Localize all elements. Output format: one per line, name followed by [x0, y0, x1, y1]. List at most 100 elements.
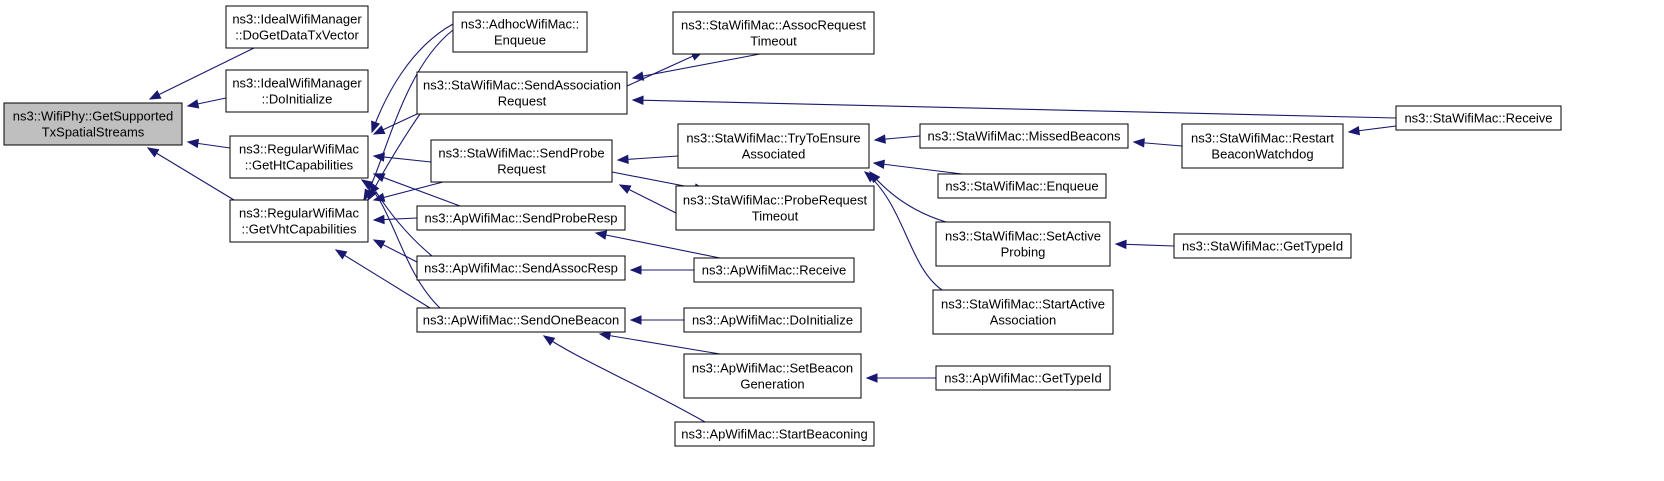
edges-layer	[146, 23, 1397, 423]
arrowhead	[334, 249, 348, 260]
edge-line	[371, 23, 454, 133]
node-label-line: ns3::StaWifiMac::Restart	[1191, 131, 1334, 146]
node-ap-startbeaconing[interactable]: ns3::ApWifiMac::StartBeaconing	[674, 421, 875, 447]
node-box	[229, 199, 369, 243]
arrowhead	[629, 315, 642, 325]
node-label-line: ns3::StaWifiMac::ProbeRequest	[683, 193, 868, 208]
arrowhead	[1114, 239, 1127, 250]
node-ap-doinit[interactable]: ns3::ApWifiMac::DoInitialize	[683, 307, 862, 333]
arrowhead	[372, 152, 385, 162]
edge-line	[869, 171, 947, 223]
edge-n_ap_receive-to-n_ap_sendassocresp	[629, 265, 694, 275]
node-ap-sendproberesp[interactable]: ns3::ApWifiMac::SendProbeResp	[416, 205, 626, 231]
node-ap-gettypeid[interactable]: ns3::ApWifiMac::GetTypeId	[935, 365, 1111, 391]
edge-line	[361, 179, 441, 309]
node-label-line: ns3::ApWifiMac::StartBeaconing	[681, 427, 867, 442]
arrowhead	[186, 99, 200, 109]
node-sta-gettypeid[interactable]: ns3::StaWifiMac::GetTypeId	[1173, 233, 1352, 259]
node-box	[1173, 233, 1352, 259]
node-box	[430, 139, 613, 183]
node-label-line: ns3::IdealWifiManager	[232, 12, 362, 27]
node-label-line: ::GetVhtCapabilities	[242, 222, 357, 237]
arrowhead	[146, 147, 160, 158]
node-ap-receive[interactable]: ns3::ApWifiMac::Receive	[693, 257, 855, 283]
edge-n_ap_sendbeacon-to-n_rwm_ght	[360, 179, 441, 309]
edge-n_ap_sendproberesp-to-n_rwm_gvht	[372, 214, 418, 225]
edge-n_ideal_doinit-to-n_root	[186, 97, 227, 109]
node-rwm-ght[interactable]: ns3::RegularWifiMac::GetHtCapabilities	[229, 135, 369, 179]
node-ap-sendbeacon[interactable]: ns3::ApWifiMac::SendOneBeacon	[416, 307, 626, 333]
nodes-layer: ns3::WifiPhy::GetSupportedTxSpatialStrea…	[3, 5, 1562, 447]
edge-n_sta_setactiveprobing-to-n_sta_trytoensure	[869, 170, 947, 223]
node-label-line: ns3::StaWifiMac::GetTypeId	[1182, 239, 1343, 254]
node-box	[683, 307, 862, 333]
node-label-line: Request	[497, 162, 546, 177]
edge-n_sta_restartwatchdog-to-n_sta_missedbeacons	[1132, 138, 1183, 148]
node-label-line: Request	[498, 94, 547, 109]
arrowhead	[372, 192, 386, 202]
node-label-line: Timeout	[752, 209, 799, 224]
node-box	[1181, 123, 1344, 169]
node-label-line: ns3::IdealWifiManager	[232, 76, 362, 91]
edge-n_ap_receive-to-n_ap_sendproberesp	[594, 230, 721, 259]
edge-line	[864, 171, 943, 291]
edge-n_sta_missedbeacons-to-n_sta_trytoensure	[873, 134, 921, 144]
node-label-line: ns3::StaWifiMac::SendProbe	[438, 146, 604, 161]
node-label-line: Association	[990, 313, 1056, 328]
node-box	[416, 307, 626, 333]
node-label-line: Associated	[742, 147, 806, 162]
edge-line	[626, 51, 703, 87]
node-sta-missedbeacons[interactable]: ns3::StaWifiMac::MissedBeacons	[919, 123, 1129, 149]
node-box	[1395, 105, 1562, 131]
node-box	[416, 255, 626, 281]
node-rwm-gvht[interactable]: ns3::RegularWifiMac::GetVhtCapabilities	[229, 199, 369, 243]
node-label-line: Probing	[1001, 245, 1046, 260]
arrowhead	[372, 239, 386, 250]
edge-line	[632, 99, 1397, 119]
node-label-line: ns3::ApWifiMac::SetBeacon	[692, 361, 853, 376]
edge-n_sta_receive-to-n_sta_restartwatchdog	[1347, 125, 1397, 136]
node-label-line: ::DoGetDataTxVector	[235, 28, 359, 43]
node-label-line: TxSpatialStreams	[42, 125, 145, 140]
node-box	[225, 5, 369, 49]
root-node-box	[3, 102, 183, 146]
node-label-line: ns3::ApWifiMac::DoInitialize	[692, 313, 853, 328]
edge-line	[335, 249, 431, 309]
node-box	[675, 185, 875, 231]
arrowhead	[863, 171, 877, 183]
node-sta-enqueue[interactable]: ns3::StaWifiMac::Enqueue	[937, 173, 1107, 199]
node-ideal-doinit[interactable]: ns3::IdealWifiManager::DoInitialize	[225, 69, 369, 113]
node-label-line: Timeout	[750, 34, 797, 49]
edge-line	[149, 47, 255, 100]
arrowhead	[148, 90, 162, 100]
arrowhead	[372, 214, 385, 225]
node-label-line: ::DoInitialize	[262, 92, 333, 107]
node-label-line: ns3::WifiPhy::GetSupported	[13, 109, 173, 124]
edge-n_sta_sendassoc-to-n_rwm_gvht	[367, 113, 421, 202]
arrowhead	[872, 159, 886, 170]
node-sta-receive[interactable]: ns3::StaWifiMac::Receive	[1395, 105, 1562, 131]
arrowhead	[1347, 125, 1361, 136]
arrowhead	[629, 265, 642, 275]
node-label-line: ns3::ApWifiMac::SendProbeResp	[425, 211, 618, 226]
node-label-line: ns3::StaWifiMac::Enqueue	[945, 179, 1098, 194]
node-ideal-dgdtv[interactable]: ns3::IdealWifiManager::DoGetDataTxVector	[225, 5, 369, 49]
node-root[interactable]: ns3::WifiPhy::GetSupportedTxSpatialStrea…	[3, 102, 183, 146]
node-label-line: ::GetHtCapabilities	[245, 158, 354, 173]
arrowhead	[631, 71, 645, 81]
node-adhoc-enq[interactable]: ns3::AdhocWifiMac::Enqueue	[452, 11, 588, 53]
node-label-line: ns3::ApWifiMac::SendAssocResp	[424, 261, 618, 276]
node-ap-sendassocresp[interactable]: ns3::ApWifiMac::SendAssocResp	[416, 255, 626, 281]
node-label-line: ns3::StaWifiMac::AssocRequest	[681, 18, 866, 33]
arrowhead	[865, 373, 878, 383]
edge-n_ap_gettypeid-to-n_ap_setbeacongen	[865, 373, 936, 383]
